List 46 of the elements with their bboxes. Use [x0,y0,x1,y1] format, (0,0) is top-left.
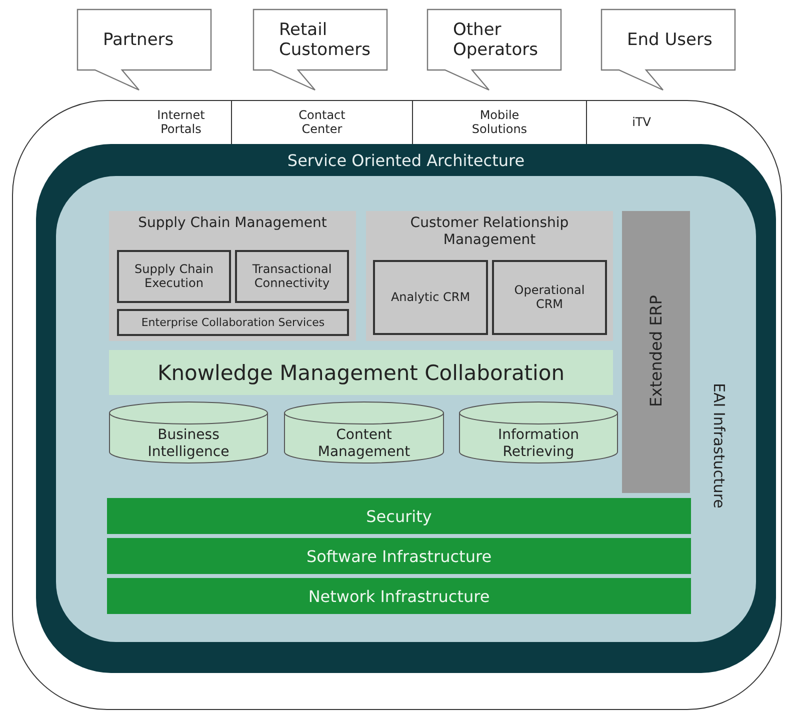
layer-bar [107,538,691,574]
module-label: Analytic CRM [390,290,470,304]
channel-label: Mobile Solutions [470,109,528,136]
channel-label: Contact Center [298,109,346,136]
callout-text: Other Operators [453,20,539,60]
callout-text: End Users [627,30,712,50]
layer-bar [107,578,691,614]
speech-bubble [601,9,736,91]
vertical-label: Extended ERP [646,295,666,407]
database-cylinder [459,402,618,464]
infrastructure-panel [56,176,756,642]
layer-bar [107,498,691,534]
speech-bubble [427,9,562,91]
group-title: Customer Relationship Management [409,215,570,249]
database-label: Business Intelligence [146,427,230,461]
vertical-label: EAI Infrastucture [710,383,728,509]
module-box [117,309,349,336]
speech-bubble [253,9,388,91]
database-label: Content Management [316,427,412,461]
callout-text: Partners [103,30,174,50]
layer-label: Software Infrastructure [306,546,492,566]
module-group [366,211,613,341]
database-cylinder [109,402,268,464]
channel-frame [12,100,782,710]
group-title: Supply Chain Management [138,215,327,232]
speech-bubble [77,9,212,91]
erp-column [622,211,690,493]
module-label: Transactional Connectivity [251,262,333,290]
callout-text: Retail Customers [279,20,372,60]
module-group [109,211,356,341]
channel-label: Internet Portals [156,109,206,136]
layer-label: Network Infrastructure [308,586,490,606]
band-title: Service Oriented Architecture [287,150,525,170]
architecture-band [36,144,776,673]
module-box [373,260,488,335]
module-label: Enterprise Collaboration Services [141,316,325,329]
module-label: Supply Chain Execution [134,262,214,290]
module-box [235,250,349,303]
channel-label: iTV [632,116,651,130]
module-box [492,260,607,335]
module-label: Operational CRM [513,284,586,312]
database-label: Information Retrieving [496,427,580,461]
band-label: Knowledge Management Collaboration [157,360,565,384]
database-cylinder [284,402,444,464]
module-box [117,250,231,303]
layer-label: Security [366,506,432,526]
